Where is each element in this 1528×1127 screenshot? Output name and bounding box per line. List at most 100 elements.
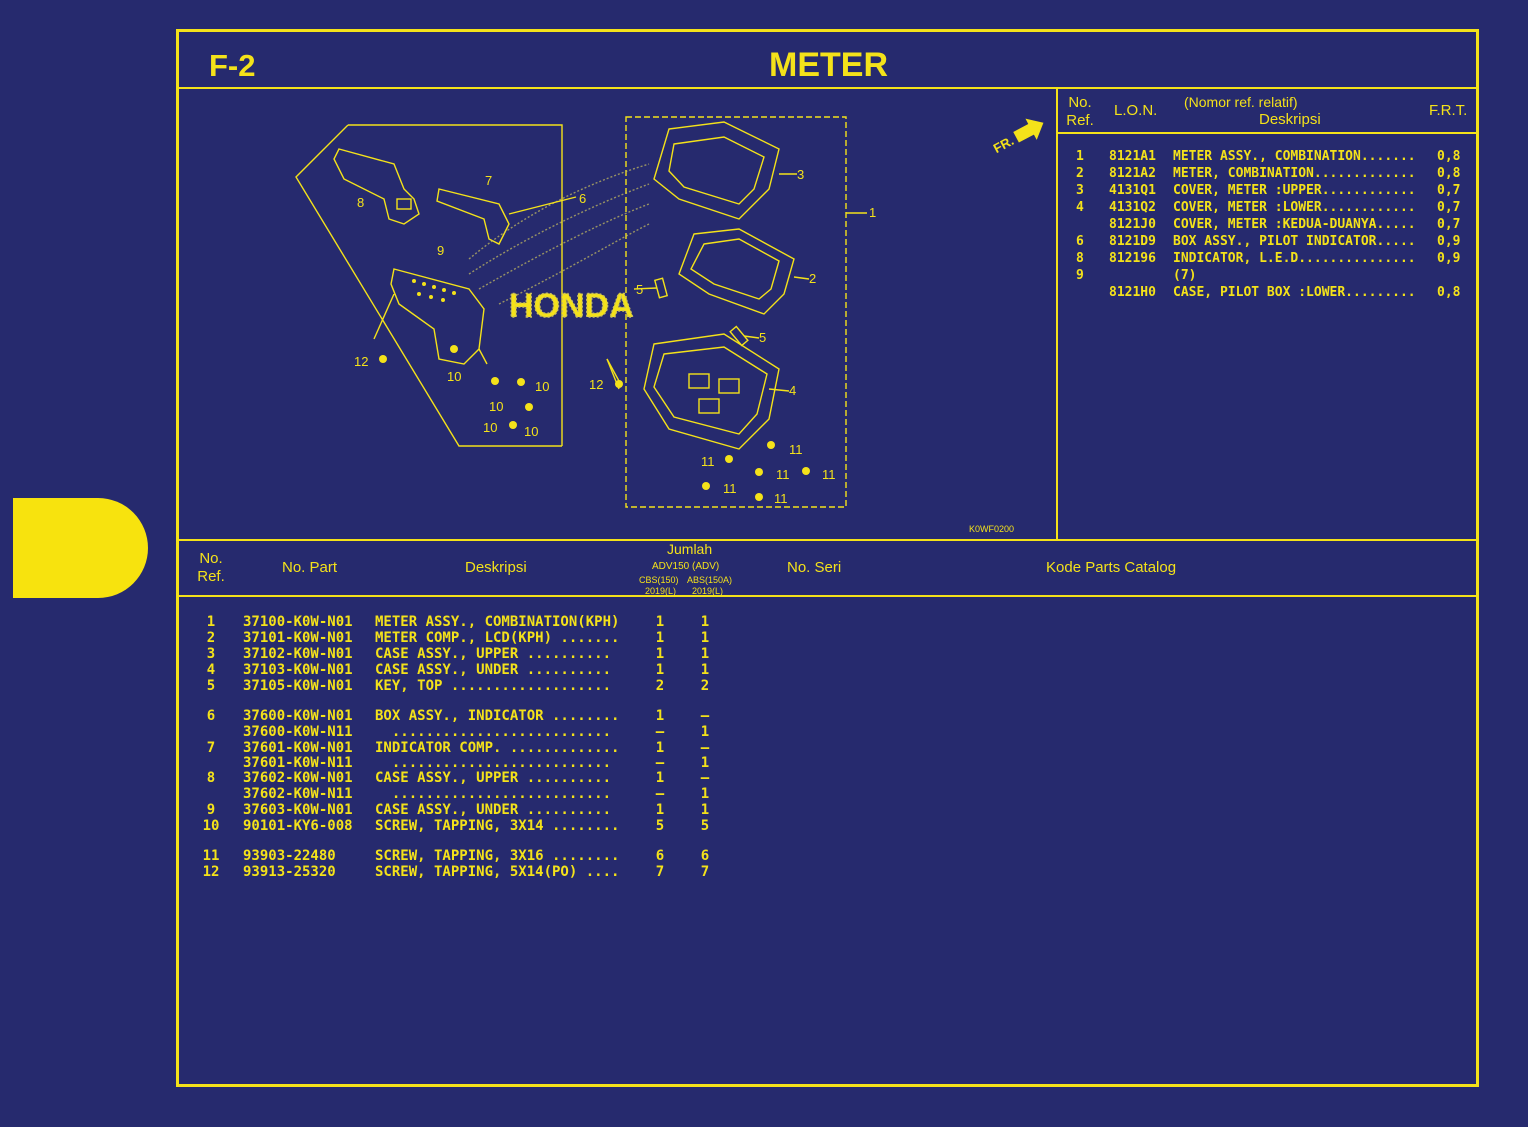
section-tab[interactable] xyxy=(13,498,148,598)
lon-header-desc-top: (Nomor ref. relatif) xyxy=(1184,94,1298,110)
parts-cell-qty-cbs: 5 xyxy=(655,818,665,834)
parts-cell-part: 37600-K0W-N11 xyxy=(243,724,353,740)
lon-cell-ref: 6 xyxy=(1076,234,1084,249)
lon-header-ref: No. Ref. xyxy=(1066,94,1094,129)
callout-10c: 10 xyxy=(489,399,503,414)
parts-cell-desc: INDICATOR COMP. ............. xyxy=(375,740,620,756)
parts-cell-ref: 7 xyxy=(206,740,216,756)
parts-cell-part: 37603-K0W-N01 xyxy=(243,802,353,818)
parts-cell-desc: .......................... xyxy=(375,724,612,740)
divider xyxy=(1056,132,1476,134)
lon-cell-lon: 8121D9 xyxy=(1109,234,1156,249)
honda-wing-watermark xyxy=(468,163,650,305)
parts-cell-part: 37102-K0W-N01 xyxy=(243,646,353,662)
parts-cell-qty-abs: 5 xyxy=(700,818,710,834)
parts-cell-desc: CASE ASSY., UNDER .......... xyxy=(375,802,612,818)
callout-12: 12 xyxy=(354,354,368,369)
group-outline-meter xyxy=(625,116,847,508)
exploded-diagram: HONDA xyxy=(295,116,1044,534)
parts-cell-qty-cbs: 1 xyxy=(655,802,665,818)
parts-cell-desc: BOX ASSY., INDICATOR ........ xyxy=(375,708,620,724)
parts-cell-qty-abs: 6 xyxy=(700,848,710,864)
parts-header-cbs: CBS(150) xyxy=(639,575,679,585)
callout-10: 10 xyxy=(447,369,461,384)
section-code: F-2 xyxy=(209,48,256,83)
parts-cell-ref: 9 xyxy=(206,802,216,818)
callout-11d: 11 xyxy=(822,467,836,482)
parts-cell-part: 37103-K0W-N01 xyxy=(243,662,353,678)
part-4 xyxy=(643,333,780,450)
callout-7: 7 xyxy=(485,173,492,188)
parts-cell-qty-cbs: – xyxy=(655,724,665,740)
lon-cell-frt: 0,7 xyxy=(1437,217,1461,232)
lon-cell-frt: 0,9 xyxy=(1437,234,1461,249)
parts-cell-qty-abs: 1 xyxy=(700,630,710,646)
parts-cell-qty-abs: 7 xyxy=(700,864,710,880)
parts-cell-qty-abs: – xyxy=(700,770,710,786)
lon-cell-ref: 8 xyxy=(1076,251,1084,266)
callout-5b: 5 xyxy=(759,330,766,345)
parts-cell-qty-abs: 1 xyxy=(700,802,710,818)
callout-11e: 11 xyxy=(723,481,737,496)
callout-11: 11 xyxy=(789,442,803,457)
lon-cell-frt: 0,8 xyxy=(1437,166,1461,181)
lon-cell-ref: 3 xyxy=(1076,183,1084,198)
lon-cell-lon: 8121A1 xyxy=(1109,149,1156,164)
parts-cell-desc: METER COMP., LCD(KPH) ....... xyxy=(375,630,620,646)
parts-cell-qty-cbs: 1 xyxy=(655,708,665,724)
lon-header-lon: L.O.N. xyxy=(1114,102,1158,119)
front-arrow-icon: FR. xyxy=(991,118,1044,156)
parts-cell-ref: 10 xyxy=(202,818,220,834)
callout-10b: 10 xyxy=(535,379,549,394)
lon-cell-desc: BOX ASSY., PILOT INDICATOR..... xyxy=(1173,234,1416,249)
divider xyxy=(179,539,1476,541)
divider xyxy=(179,87,1476,89)
parts-cell-part: 93903-22480 xyxy=(243,848,336,864)
lon-cell-ref: 9 xyxy=(1076,268,1084,283)
callout-10e: 10 xyxy=(524,424,538,439)
lon-cell-lon: 4131Q2 xyxy=(1109,200,1156,215)
part-8 xyxy=(333,148,420,225)
parts-cell-desc: CASE ASSY., UPPER .......... xyxy=(375,646,612,662)
parts-cell-ref: 12 xyxy=(202,864,220,880)
parts-cell-part: 37601-K0W-N11 xyxy=(243,755,353,771)
parts-cell-part: 37101-K0W-N01 xyxy=(243,630,353,646)
part-2 xyxy=(678,228,795,315)
lon-cell-frt: 0,9 xyxy=(1437,251,1461,266)
parts-cell-part: 37602-K0W-N11 xyxy=(243,786,353,802)
parts-cell-qty-cbs: 2 xyxy=(655,678,665,694)
parts-cell-ref: 5 xyxy=(206,678,216,694)
parts-cell-desc: CASE ASSY., UPPER .......... xyxy=(375,770,612,786)
callout-11c: 11 xyxy=(776,467,790,482)
callout-1: 1 xyxy=(869,205,876,220)
part-5 xyxy=(653,277,669,299)
parts-cell-part: 37602-K0W-N01 xyxy=(243,770,353,786)
parts-header-desc: Deskripsi xyxy=(465,559,527,576)
parts-cell-desc: SCREW, TAPPING, 3X14 ........ xyxy=(375,818,620,834)
lon-cell-ref: 2 xyxy=(1076,166,1084,181)
lon-cell-desc: COVER, METER :KEDUA-DUANYA..... xyxy=(1173,217,1416,232)
parts-cell-qty-abs: 1 xyxy=(700,614,710,630)
parts-header-model: ADV150 (ADV) xyxy=(652,561,720,572)
parts-header-part: No. Part xyxy=(282,559,338,576)
divider xyxy=(179,595,1476,597)
callout-8: 8 xyxy=(357,195,364,210)
lon-cell-ref: 4 xyxy=(1076,200,1084,215)
lon-cell-ref: 1 xyxy=(1076,149,1084,164)
parts-cell-desc: SCREW, TAPPING, 5X14(PO) .... xyxy=(375,864,620,880)
callout-11f: 11 xyxy=(774,491,788,506)
parts-header-ref: No. Ref. xyxy=(197,550,225,585)
callout-3: 3 xyxy=(797,167,804,182)
parts-header-seri: No. Seri xyxy=(787,559,842,576)
lon-cell-frt: 0,8 xyxy=(1437,149,1461,164)
parts-cell-qty-abs: 1 xyxy=(700,755,710,771)
drawing-code: K0WF0200 xyxy=(969,524,1014,534)
lon-header-frt: F.R.T. xyxy=(1429,102,1468,119)
callout-2: 2 xyxy=(809,271,816,286)
lon-cell-lon: 8121A2 xyxy=(1109,166,1156,181)
parts-cell-part: 37600-K0W-N01 xyxy=(243,708,353,724)
parts-cell-ref: 6 xyxy=(206,708,216,724)
parts-cell-qty-cbs: 7 xyxy=(655,864,665,880)
lon-cell-desc: METER ASSY., COMBINATION....... xyxy=(1173,149,1416,164)
parts-cell-part: 37100-K0W-N01 xyxy=(243,614,353,630)
